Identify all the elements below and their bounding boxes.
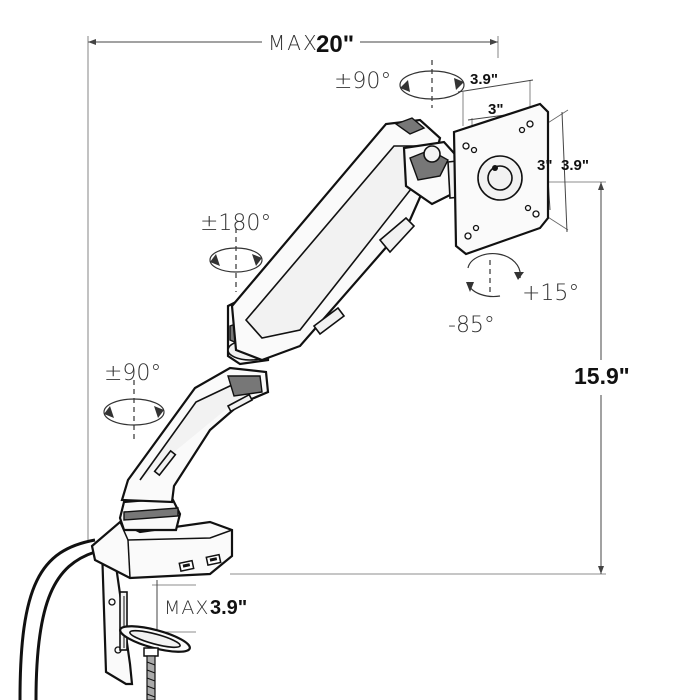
desk-clamp — [92, 546, 191, 700]
clamp-prefix: MAX — [164, 597, 209, 619]
head-swivel-indicator — [399, 60, 465, 108]
max-reach-value: 20" — [316, 31, 354, 58]
vesa-holes — [462, 120, 540, 240]
upper-arm — [230, 117, 442, 362]
max-reach-label: MAX 20" — [268, 31, 354, 58]
max-reach-prefix: MAX — [268, 31, 319, 55]
vesa-plate — [452, 102, 550, 256]
base-swivel-indicator — [103, 380, 165, 440]
arm-swivel-indicator — [209, 228, 263, 292]
tilt-down-label: -85° — [448, 313, 495, 338]
usb-port-2 — [205, 553, 222, 567]
tilt-indicator — [466, 253, 524, 298]
tilt-up-label: +15° — [522, 281, 579, 306]
arm-swivel-label: ±180° — [200, 211, 271, 236]
base-column — [118, 496, 182, 532]
dimension-lines — [87, 36, 606, 637]
usb-port-1 — [178, 559, 195, 573]
vesa-outer-top-label: 3.9" — [470, 71, 498, 88]
vesa-inner-top-label: 3" — [488, 101, 503, 118]
clamp-range-label: MAX 3.9" — [164, 597, 247, 619]
head-swivel-label: ±90° — [334, 69, 391, 94]
height-label: 15.9" — [574, 363, 630, 389]
base-swivel-label: ±90° — [104, 361, 161, 386]
clamp-value: 3.9" — [210, 597, 247, 619]
vesa-inner-side-label: 3" — [537, 157, 552, 174]
vesa-outer-side-label: 3.9" — [561, 157, 589, 174]
lower-arm — [120, 366, 270, 504]
cables — [18, 538, 96, 700]
